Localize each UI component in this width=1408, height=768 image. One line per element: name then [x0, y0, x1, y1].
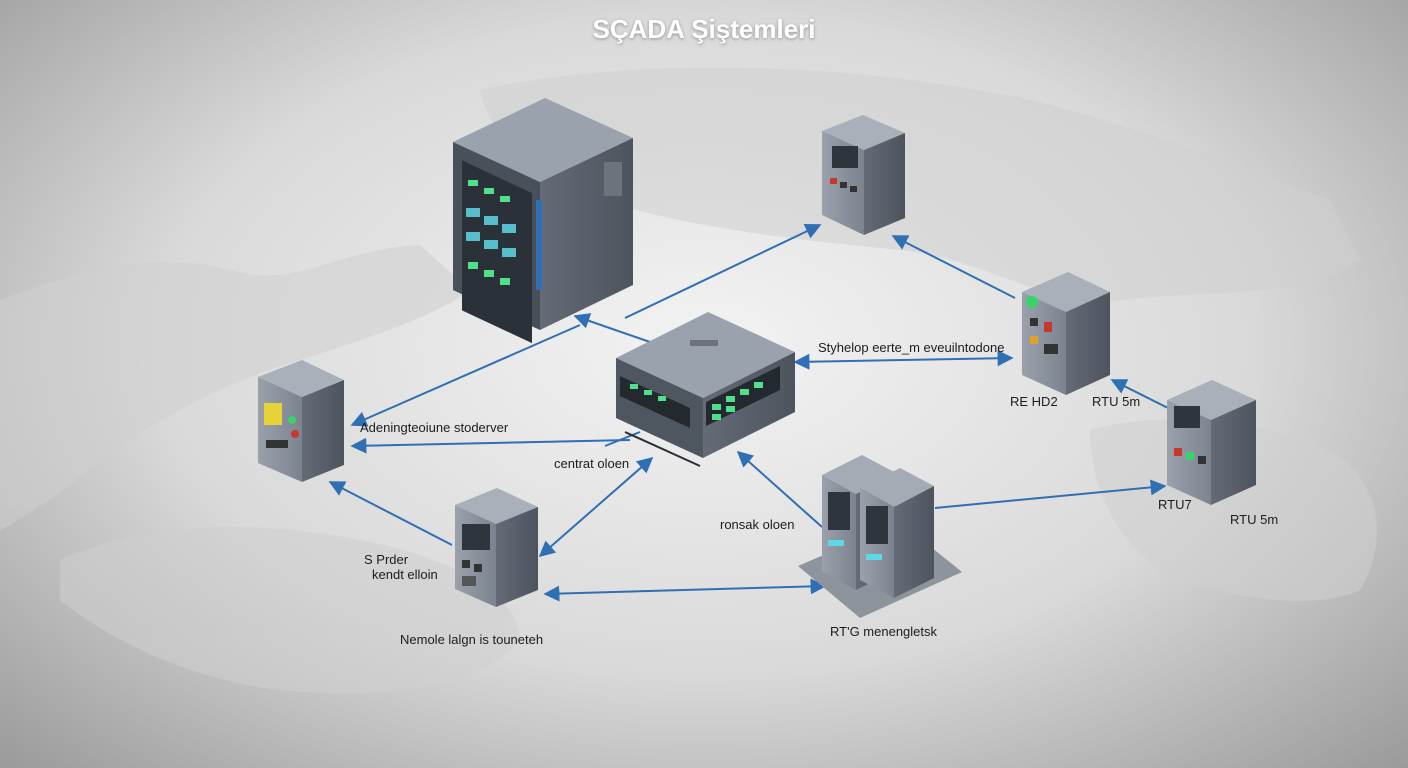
label-bottom-right: RT'G menengletsk	[830, 624, 938, 639]
server-rack-icon	[462, 160, 532, 344]
link-right-rtu-to-top-rtu	[891, 235, 1016, 299]
link-central-to-left-rtu	[350, 437, 631, 454]
label-rtu-right-upper-b: RTU 5m	[1092, 394, 1141, 409]
label-rtu-right-lower-b: RTU 5m	[1230, 512, 1279, 527]
link-central-to-right-rtu	[793, 350, 1014, 370]
label-rtu-bottom-left-b: kendt elloin	[372, 567, 438, 582]
network-links	[328, 223, 1169, 602]
world-map-background	[0, 67, 1377, 694]
label-central: centrat oloen	[554, 456, 630, 471]
rtu-bottom-left[interactable]	[455, 488, 538, 607]
link-central-to-server-cluster	[736, 450, 823, 528]
label-rtu-bottom-left-a: S Prder	[364, 552, 409, 567]
rtu-left[interactable]	[258, 360, 344, 482]
control-cabinet-icon	[462, 524, 490, 586]
link-bottom-rtu-to-cluster	[543, 578, 827, 602]
rtu-right-upper[interactable]	[1022, 272, 1110, 395]
control-cabinet-icon	[1174, 406, 1206, 464]
control-cabinet-icon	[830, 146, 858, 192]
link-cluster-to-lower-rtu	[934, 479, 1167, 509]
link-central-underside	[604, 431, 641, 447]
server-cluster-icon	[828, 492, 888, 544]
link-lower-rtu-to-upper-rtu	[1110, 379, 1169, 409]
link-central-to-server	[573, 313, 651, 343]
label-rtu-right-upper-a: RE HD2	[1010, 394, 1058, 409]
rtu-right-lower[interactable]	[1167, 380, 1256, 505]
label-left-server: Adeningteoiune stoderver	[360, 420, 509, 435]
rtu-top[interactable]	[822, 115, 905, 235]
label-remote-lower: ronsak oloen	[720, 517, 795, 532]
label-link-right: Styhelop eerte_m eveuilntodone	[818, 340, 1005, 355]
link-central-to-top-rtu	[624, 223, 822, 319]
control-cabinet-icon	[1026, 296, 1058, 354]
link-server-to-left-rtu	[350, 324, 581, 427]
link-left-rtu-to-bottom-rtu	[328, 481, 453, 546]
page-title: SÇADA Şiştemleri	[592, 14, 816, 44]
control-cabinet-icon	[264, 403, 299, 448]
central-unit[interactable]	[616, 312, 795, 467]
rtu-server-cluster[interactable]	[798, 455, 962, 618]
label-bottom-left: Nemole lalgn is touneteh	[400, 632, 544, 647]
label-rtu-right-lower-a: RTU7	[1158, 497, 1192, 512]
main-server[interactable]	[453, 98, 633, 344]
link-central-to-bottom-rtu	[538, 456, 654, 558]
